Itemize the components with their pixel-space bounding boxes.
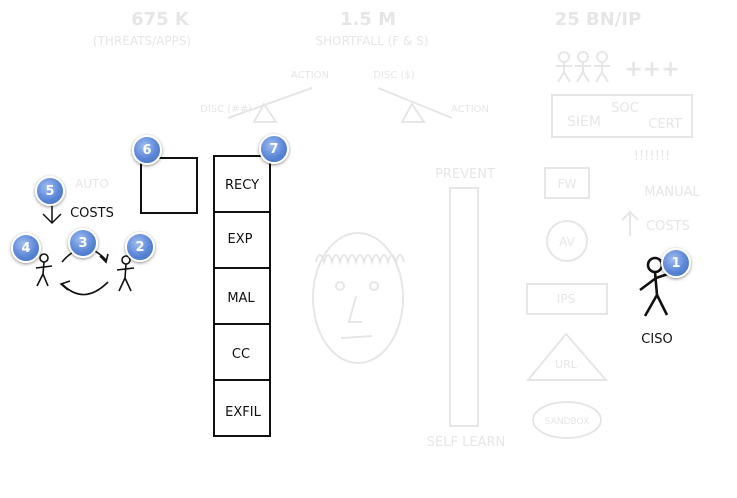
self-learn-label: SELF LEARN [427,435,505,450]
seesaw-action-left: ACTION [291,70,329,81]
seesaw-left: ACTION DISC (##) [200,70,329,123]
stack-label-recy: RECY [225,178,259,193]
empty-box [140,157,198,214]
badge-7[interactable]: 7 [259,134,289,164]
stat-ip-value: 25 BN/IP [555,9,642,30]
seesaw-action-right: ACTION [451,104,489,115]
arrow-down-icon [42,203,62,225]
stat-shortfall-value: 1.5 M [340,9,396,30]
prevent-label: PREVENT [435,167,495,182]
auto-label: AUTO [75,177,109,191]
costs-left-label: COSTS [70,206,114,221]
ciso-figure [639,256,675,317]
stage-stack: RECY EXP MAL CC EXFIL [213,155,271,437]
seesaw-disc-right: DISC ($) [373,70,414,81]
badge-2[interactable]: 2 [125,232,155,262]
stat-threats-value: 675 K [131,9,190,30]
stack-label-cc: CC [232,347,250,362]
url-label: URL [555,358,578,371]
stat-threats-label: (THREATS/APPS) [93,34,191,48]
prevent-bar [449,187,479,427]
ips-label: IPS [557,292,575,306]
face-sketch [312,232,405,364]
arrow-up-icon [621,210,639,236]
badge-1[interactable]: 1 [661,248,691,278]
team-figures [556,51,610,83]
costs-right-label: COSTS [646,219,690,234]
sandbox-ellipse [532,401,602,439]
ips-box [526,283,608,315]
av-label: AV [559,235,575,249]
url-triangle [525,332,609,381]
cert-label: CERT [648,117,681,132]
av-circle [546,220,588,262]
exclaim-marks: !!!!!!! [634,149,670,164]
ciso-label: CISO [641,332,672,347]
siem-label: SIEM [567,114,601,130]
plus-marks: +++ [624,57,679,82]
stick-figure-right [116,255,135,292]
manual-label: MANUAL [644,185,700,200]
stack-label-exfil: EXFIL [225,405,261,420]
stack-label-exp: EXP [228,232,253,247]
stack-box-exfil [213,379,271,437]
stick-figure-left [35,253,53,287]
seesaw-right: DISC ($) ACTION [373,70,489,123]
sandbox-label: SANDBOX [545,417,589,427]
soc-label: SOC [611,101,639,116]
seesaw-disc-left: DISC (##) [200,104,252,115]
badge-6[interactable]: 6 [132,135,162,165]
siem-box [551,94,693,138]
badge-3[interactable]: 3 [68,228,98,258]
stat-shortfall-label: SHORTFALL (F & S) [316,34,429,48]
fw-label: FW [558,177,577,191]
badge-5[interactable]: 5 [35,176,65,206]
fw-box [544,167,590,199]
badge-4[interactable]: 4 [11,233,41,263]
stack-label-mal: MAL [227,291,255,306]
